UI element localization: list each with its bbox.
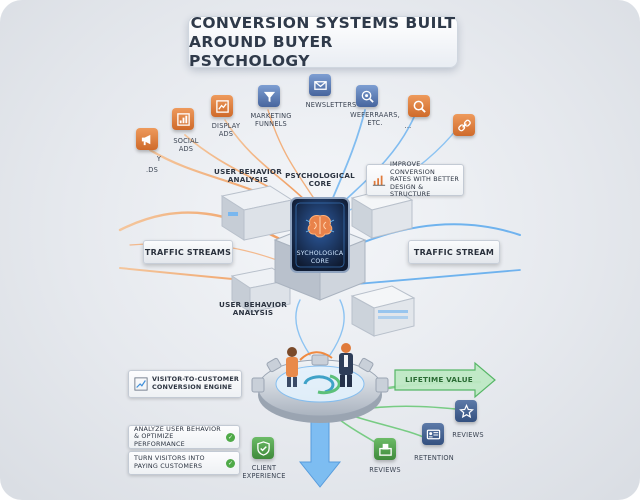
title-line-2: AROUND BUYER PSYCHOLOGY [189, 32, 333, 70]
upper-core-label: PSYCHOLOGICAL CORE [285, 171, 355, 188]
check-icon: ✓ [226, 458, 235, 468]
conversion-engine-text: VISITOR-TO-CUSTOMER CONVERSION ENGINE [152, 375, 240, 391]
upper-behavior-box [220, 185, 294, 241]
trend-chart-icon [133, 376, 149, 392]
outcome-label-client-experience: CLIENT EXPERIENCE [242, 464, 286, 480]
conversion-engine-callout: VISITOR-TO-CUSTOMER CONVERSION ENGINE [128, 370, 242, 398]
star-icon [455, 400, 477, 422]
channel-label-social-ads: SOCIAL ADS [173, 137, 199, 153]
channel-label-display-ads: DISPLAY ADS [211, 122, 241, 138]
channel-label-ellipsis: ... [404, 122, 412, 130]
channel-label-webinars: WEFERRAARS, ETC. [350, 111, 400, 127]
link-icon [453, 114, 475, 136]
ballot-box-icon [374, 438, 396, 460]
shield-check-icon [252, 437, 274, 459]
gear-engine [251, 354, 389, 423]
upper-behavior-label: USER BEHAVIOR ANALYSIS [214, 167, 282, 184]
title-banner: CONVERSION SYSTEMS BUILT AROUND BUYER PS… [188, 13, 458, 70]
improve-conversion-callout: IMPROVE CONVERSION RATES WITH BETTER DES… [366, 160, 464, 199]
growth-chart-icon [371, 172, 386, 188]
brain-icon [304, 212, 336, 240]
outcome-label-reviews-2: REVIEWS [452, 431, 484, 439]
traffic-streams-left-label: TRAFFIC STREAMS [144, 247, 232, 257]
checklist-item-2: TURN VISITORS INTO PAYING CUSTOMERS ✓ [128, 451, 240, 475]
lower-right-box [350, 285, 416, 337]
megaphone-icon [136, 128, 158, 150]
outcome-label-reviews-1: REVIEWS [369, 466, 401, 474]
traffic-streams-left-panel: TRAFFIC STREAMS [143, 240, 233, 264]
lifetime-value-label: LIFETIME VALUE [405, 375, 473, 384]
misc-label-ds: .DS [146, 166, 158, 174]
title-line-1: CONVERSION SYSTEMS BUILT [190, 13, 456, 32]
misc-label-y: Y [156, 155, 162, 163]
check-icon: ✓ [226, 432, 235, 442]
channel-label-newsletters: NEWSLETTERS [305, 101, 357, 109]
improve-conversion-text: IMPROVE CONVERSION RATES WITH BETTER DES… [390, 160, 460, 199]
funnel-icon [258, 85, 280, 107]
target-magnifier-icon [356, 85, 378, 107]
checklist-item-2-text: TURN VISITORS INTO PAYING CUSTOMERS [134, 454, 205, 470]
core-label: SYCHOLOGICA CORE [296, 250, 344, 265]
checklist-item-1: ANALYZE USER BEHAVIOR & OPTIMIZE PERFORM… [128, 425, 240, 449]
traffic-stream-right-label: TRAFFIC STREAM [413, 247, 495, 257]
people-figures [286, 343, 353, 387]
channel-label-marketing-funnels: MARKETING FUNNELS [250, 112, 292, 128]
search-icon [408, 95, 430, 117]
bar-chart-icon [172, 108, 194, 130]
id-card-icon [422, 423, 444, 445]
envelope-icon [309, 74, 331, 96]
lifetime-arrow [394, 361, 496, 399]
lower-behavior-label: USER BEHAVIOR ANALYSIS [219, 300, 287, 317]
checklist-item-1-text: ANALYZE USER BEHAVIOR & OPTIMIZE PERFORM… [134, 424, 221, 448]
outcome-label-retention: RETENTION [414, 454, 454, 462]
bar-chart-small-icon [211, 95, 233, 117]
traffic-stream-right-panel: TRAFFIC STREAM [408, 240, 500, 264]
